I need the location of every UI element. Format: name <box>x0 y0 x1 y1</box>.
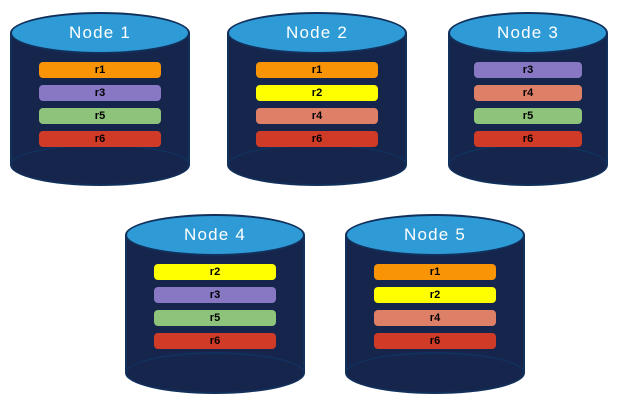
node-1[interactable]: Node 1 r1 r3 r5 r6 <box>10 12 190 186</box>
cylinder-top-ellipse <box>125 214 305 256</box>
cylinder-body <box>125 235 305 373</box>
node-label: Node 4 <box>183 225 247 244</box>
replica-bar[interactable]: r3 <box>473 62 583 78</box>
replica-bar[interactable]: r5 <box>473 108 583 124</box>
node-label: Node 3 <box>496 23 560 42</box>
replica-bar[interactable]: r6 <box>153 333 277 349</box>
replica-list: r3 r4 r5 r6 <box>448 62 608 147</box>
replica-bar[interactable]: r1 <box>38 62 162 78</box>
replica-bar[interactable]: r4 <box>473 85 583 101</box>
node-label: Node 5 <box>403 225 467 244</box>
cylinder-top-ellipse <box>345 214 525 256</box>
cylinder-top-ellipse <box>10 12 190 54</box>
replica-bar[interactable]: r6 <box>38 131 162 147</box>
cylinder-body <box>345 235 525 373</box>
replica-bar[interactable]: r1 <box>373 264 497 280</box>
cylinder-top-ellipse <box>448 12 608 54</box>
replica-bar[interactable]: r5 <box>153 310 277 326</box>
replica-list: r1 r2 r4 r6 <box>227 62 407 147</box>
cylinder-bottom-ellipse <box>448 144 608 186</box>
cylinder-bottom-ellipse <box>227 144 407 186</box>
replica-bar[interactable]: r6 <box>373 333 497 349</box>
replica-bar[interactable]: r2 <box>255 85 379 101</box>
replica-bar[interactable]: r3 <box>38 85 162 101</box>
node-label: Node 2 <box>285 23 349 42</box>
cylinder-bottom-ellipse <box>345 352 525 394</box>
replica-bar[interactable]: r6 <box>255 131 379 147</box>
node-5[interactable]: Node 5 r1 r2 r4 r6 <box>345 214 525 394</box>
node-4[interactable]: Node 4 r2 r3 r5 r6 <box>125 214 305 394</box>
node-3[interactable]: Node 3 r3 r4 r5 r6 <box>448 12 608 186</box>
cylinder-bottom-ellipse <box>125 352 305 394</box>
replica-list: r2 r3 r5 r6 <box>125 264 305 349</box>
node-label: Node 1 <box>68 23 132 42</box>
replica-bar[interactable]: r2 <box>153 264 277 280</box>
cylinder-top-ellipse <box>227 12 407 54</box>
cylinder-bottom-ellipse <box>10 144 190 186</box>
replica-bar[interactable]: r4 <box>373 310 497 326</box>
replica-bar[interactable]: r2 <box>373 287 497 303</box>
replica-bar[interactable]: r1 <box>255 62 379 78</box>
replica-bar[interactable]: r6 <box>473 131 583 147</box>
replica-bar[interactable]: r5 <box>38 108 162 124</box>
replica-bar[interactable]: r4 <box>255 108 379 124</box>
node-2[interactable]: Node 2 r1 r2 r4 r6 <box>227 12 407 186</box>
replica-list: r1 r2 r4 r6 <box>345 264 525 349</box>
replica-list: r1 r3 r5 r6 <box>10 62 190 147</box>
replica-bar[interactable]: r3 <box>153 287 277 303</box>
